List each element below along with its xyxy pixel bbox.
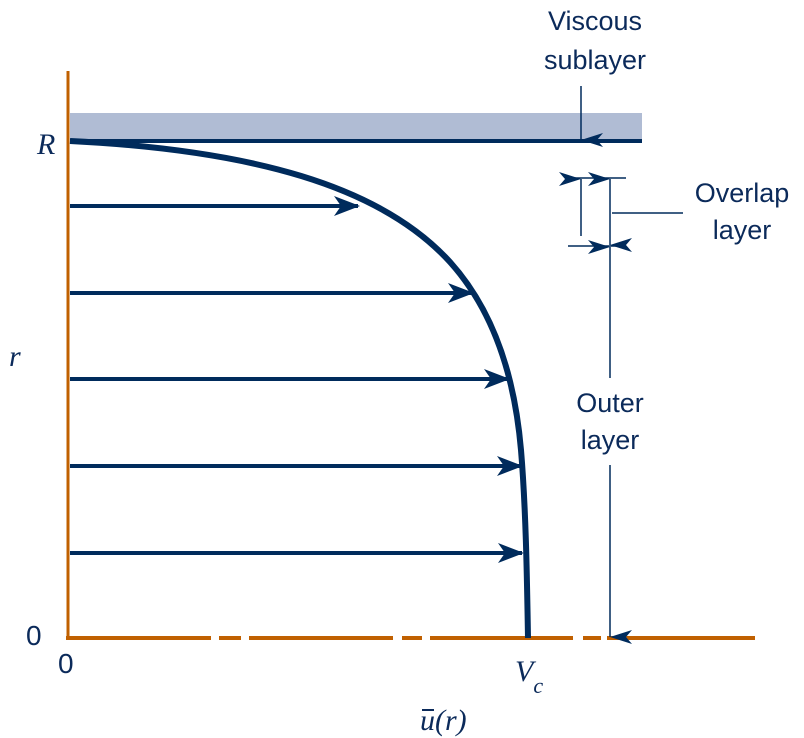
- outer-layer-label: Outer layer: [560, 386, 660, 457]
- x-axis-title-u: u: [420, 704, 435, 737]
- outer-label-line1: Outer: [576, 388, 644, 418]
- viscous-label-line1: Viscous: [547, 6, 643, 36]
- viscous-sublayer-label: Viscous sublayer: [525, 4, 665, 77]
- Vc-subscript: c: [533, 673, 544, 698]
- x-axis-zero-label: 0: [58, 648, 74, 679]
- y-axis-R-label: R: [37, 128, 56, 161]
- velocity-profile-curve: [69, 138, 531, 639]
- Vc-main: V: [515, 655, 534, 688]
- overlap-label-line1: Overlap: [694, 178, 790, 208]
- y-axis-zero-label: 0: [26, 620, 42, 651]
- x-axis-title-rest: (r): [435, 704, 467, 737]
- x-axis-Vc-label: Vc: [515, 655, 543, 698]
- y-axis-r-label: r: [9, 340, 21, 373]
- viscous-label-line2: sublayer: [543, 45, 647, 75]
- outer-label-line2: layer: [580, 425, 640, 455]
- overlap-layer-label: Overlap layer: [680, 176, 804, 247]
- viscous-sublayer-band: [70, 113, 642, 140]
- x-axis-title: u(r): [420, 704, 467, 738]
- overlap-label-line2: layer: [712, 215, 772, 245]
